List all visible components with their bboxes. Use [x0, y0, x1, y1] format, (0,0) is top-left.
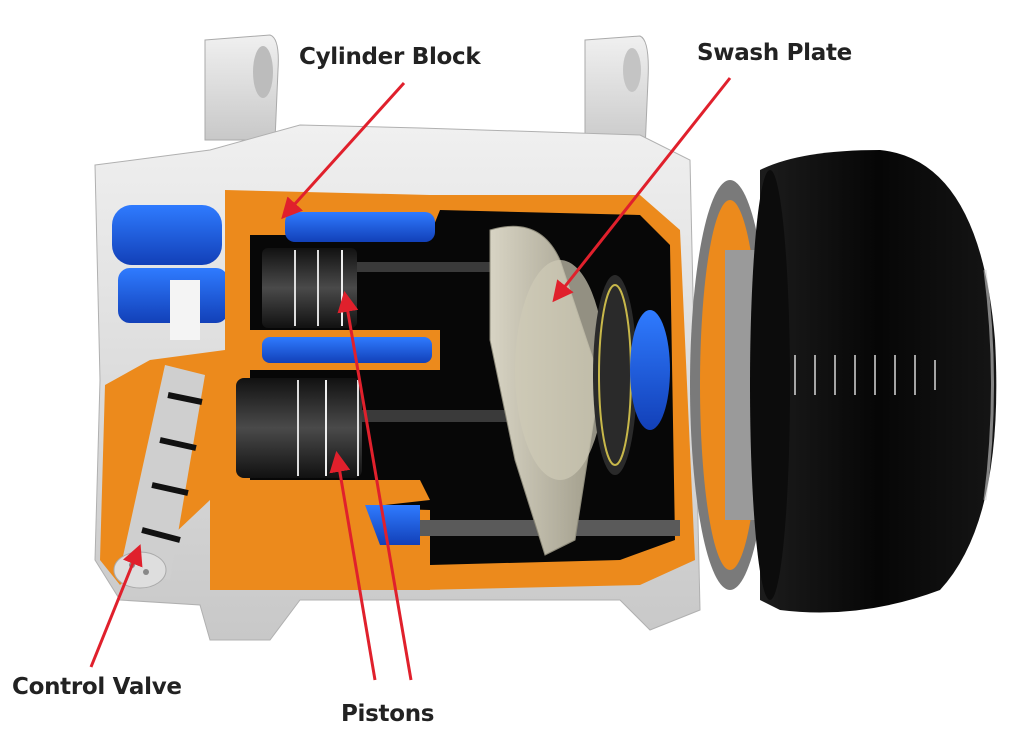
label-pistons: Pistons [341, 701, 435, 727]
swash-plate [489, 225, 670, 556]
label-swash-plate: Swash Plate [697, 40, 852, 66]
mounting-ear-left [204, 34, 279, 141]
mounting-ear-right [584, 35, 649, 151]
pulley [690, 150, 997, 613]
label-control-valve: Control Valve [12, 674, 182, 700]
piston-upper [262, 248, 507, 328]
label-cylinder-block: Cylinder Block [299, 44, 481, 70]
